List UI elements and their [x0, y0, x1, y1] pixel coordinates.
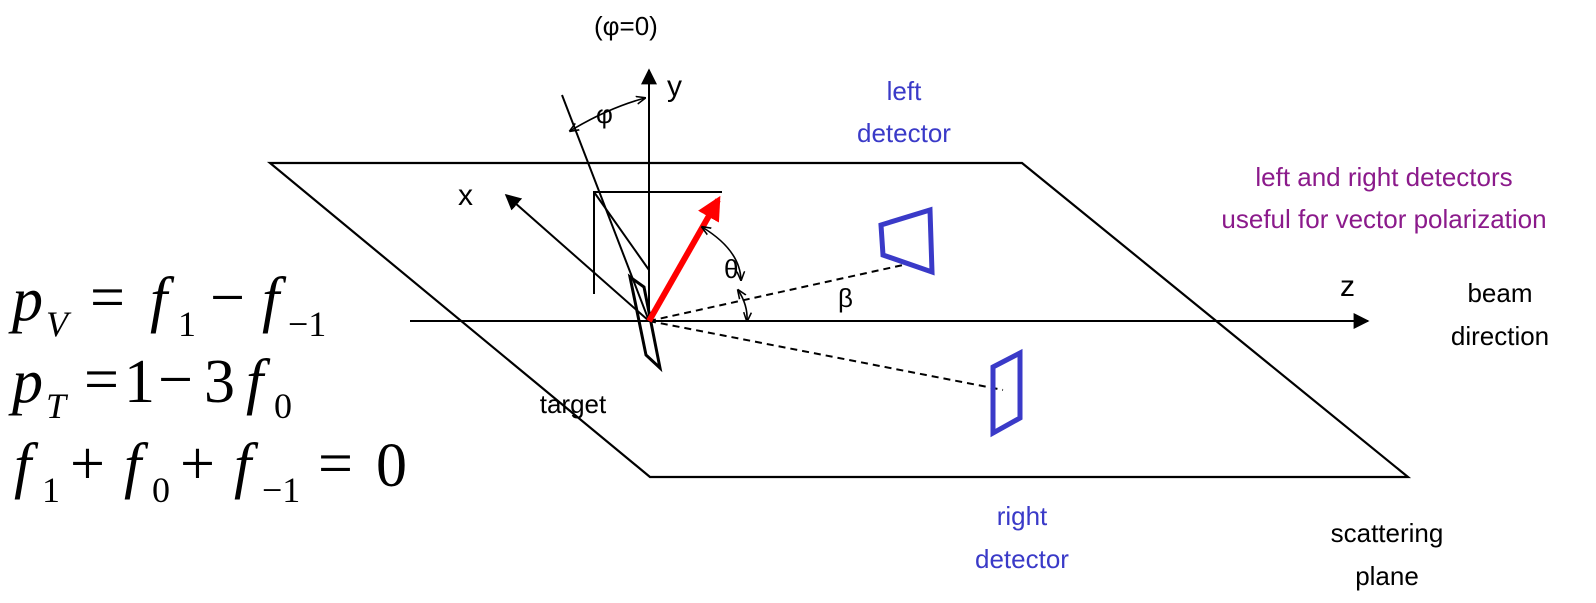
eq3-term1-sub: 1 — [42, 470, 60, 510]
eq2-lhs-sub: T — [46, 386, 69, 426]
plane-label-line1: scattering — [1331, 518, 1444, 548]
eq1-term2-sub: −1 — [288, 304, 326, 344]
eq2-lhs-var: p — [8, 348, 43, 416]
theta-label: θ — [724, 254, 738, 284]
left-detector-label-line2: detector — [857, 118, 951, 148]
equation-tensor-polarization: p T = 1 − 3 f 0 — [8, 346, 292, 426]
left-detector — [878, 206, 935, 276]
eq3-term3: f — [234, 432, 259, 500]
phi-zero-label: (φ=0) — [594, 11, 658, 41]
eq1-lhs-var: p — [8, 266, 43, 334]
beam-label-line2: direction — [1451, 321, 1549, 351]
target-label: target — [540, 389, 607, 419]
eq1-term1: f — [150, 266, 175, 334]
right-detector-label-line1: right — [997, 501, 1048, 531]
note-line1: left and right detectors — [1255, 162, 1512, 192]
z-axis-label: z — [1340, 270, 1355, 303]
beam-label-line1: beam — [1467, 278, 1532, 308]
left-detector-line — [648, 264, 904, 322]
eq2-minus: − — [158, 346, 193, 414]
eq1-term1-sub: 1 — [178, 304, 196, 344]
note-line2: useful for vector polarization — [1221, 204, 1546, 234]
beta-label: β — [838, 283, 853, 313]
right-detector-label-line2: detector — [975, 544, 1069, 574]
phi-label: φ — [596, 99, 613, 129]
projection-diagonal — [593, 191, 650, 271]
beta-arc — [738, 290, 747, 321]
eq3-term3-sub: −1 — [262, 470, 300, 510]
equation-vector-polarization: p V = f 1 − f −1 — [8, 264, 326, 344]
scattering-plane — [266, 161, 1412, 479]
eq2-term: f — [246, 348, 271, 416]
eq3-plus2: + — [180, 430, 215, 498]
theta-arc — [702, 227, 741, 280]
right-detector — [990, 348, 1023, 438]
eq3-equals: = — [318, 430, 353, 498]
eq3-term1: f — [14, 432, 39, 500]
eq1-minus: − — [210, 264, 245, 332]
eq3-rhs: 0 — [376, 432, 407, 500]
eq2-three: 3 — [204, 348, 235, 416]
eq1-term2: f — [262, 266, 287, 334]
eq2-term-sub: 0 — [274, 386, 292, 426]
eq3-term2-sub: 0 — [152, 470, 170, 510]
plane-label-line2: plane — [1355, 561, 1419, 591]
x-axis-label: x — [458, 179, 473, 212]
eq3-term2: f — [124, 432, 149, 500]
right-detector-line — [648, 320, 1004, 391]
eq3-plus1: + — [70, 430, 105, 498]
projection-lines — [593, 191, 722, 294]
eq1-lhs-sub: V — [46, 304, 72, 344]
x-axis — [504, 193, 650, 322]
target-shape — [627, 273, 663, 373]
equation-normalization: f 1 + f 0 + f −1 = 0 — [14, 430, 407, 510]
y-axis-label: y — [667, 70, 682, 103]
left-detector-label-line1: left — [887, 76, 922, 106]
eq1-equals: = — [90, 264, 125, 332]
eq2-one: 1 — [124, 348, 155, 416]
eq2-equals: = — [84, 346, 119, 414]
phi-arc — [570, 98, 645, 131]
polarization-vector — [646, 195, 721, 323]
